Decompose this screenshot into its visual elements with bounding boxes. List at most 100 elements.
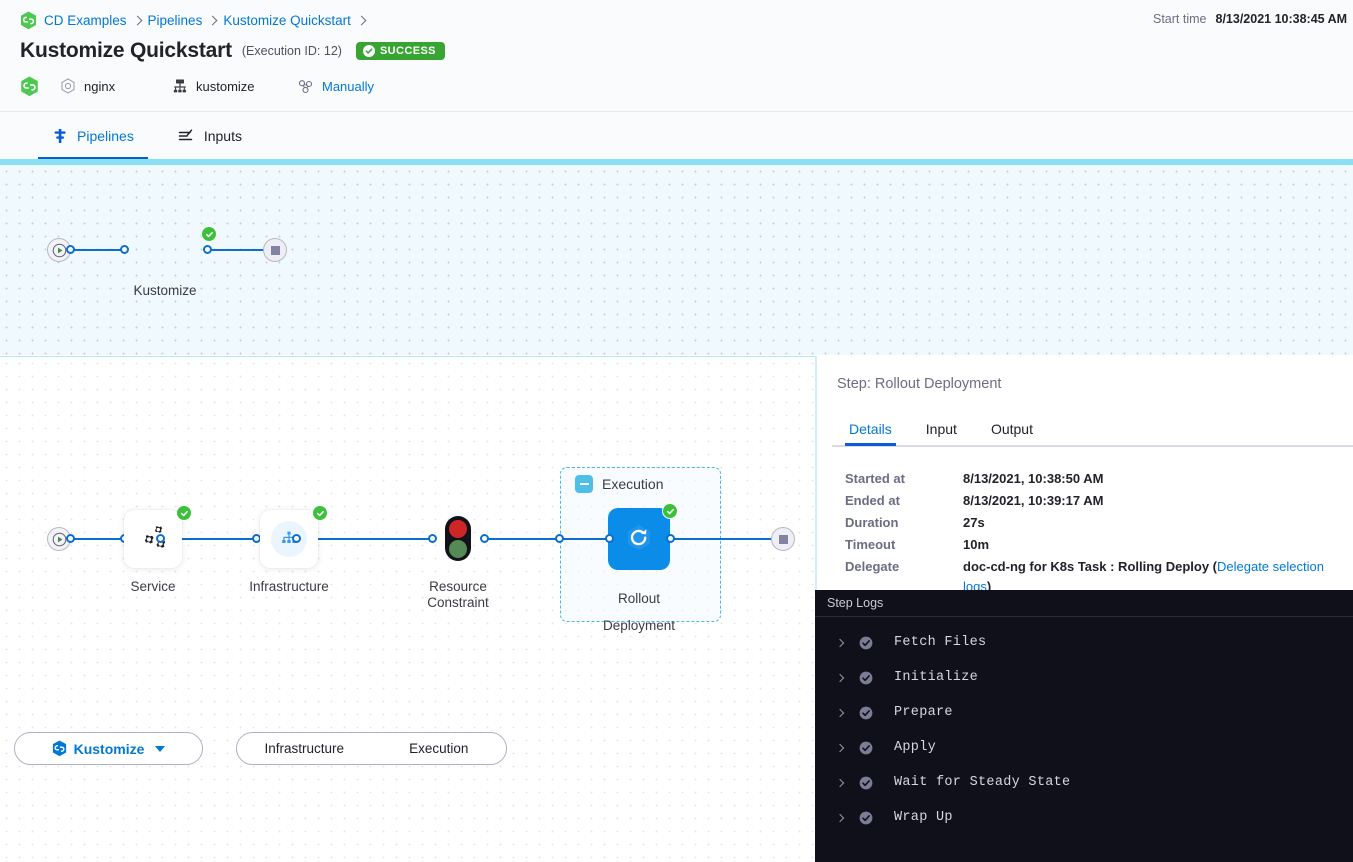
graph-edge xyxy=(296,538,432,540)
collapse-icon[interactable] xyxy=(575,475,593,493)
execution-group-header: Execution xyxy=(575,475,663,493)
execution-graph-canvas[interactable]: Kustomize Infrastructure Execution Execu… xyxy=(0,356,815,862)
play-icon xyxy=(52,532,66,546)
graph-connector-dot xyxy=(292,534,301,543)
check-icon xyxy=(180,510,188,516)
tab-output[interactable]: Output xyxy=(990,421,1033,437)
detail-value-duration: 27s xyxy=(963,515,985,530)
inputs-icon xyxy=(178,128,193,140)
traffic-light-red-icon xyxy=(449,519,467,538)
step-title: Step: Rollout Deployment xyxy=(837,376,1002,392)
tab-inputs-label: Inputs xyxy=(203,127,242,144)
breadcrumb-item-1[interactable]: Pipelines xyxy=(147,12,203,28)
title-row: Kustomize Quickstart (Execution ID: 12) … xyxy=(20,39,1353,63)
node-service-label: Service xyxy=(130,579,176,594)
log-status-success-icon xyxy=(859,776,894,790)
graph-edge xyxy=(160,538,256,540)
graph-edge xyxy=(70,538,126,540)
pipeline-end-node[interactable] xyxy=(263,238,287,262)
pipeline-graph-canvas[interactable]: Kustomize xyxy=(0,159,1353,355)
log-status-success-icon xyxy=(859,636,894,650)
tab-input[interactable]: Input xyxy=(925,421,957,437)
status-badge-label: SUCCESS xyxy=(379,45,436,57)
node-service[interactable] xyxy=(124,510,182,568)
stage-dropdown-label: Kustomize xyxy=(73,740,145,757)
node-infrastructure[interactable] xyxy=(260,510,318,568)
log-row[interactable]: Apply xyxy=(815,730,1353,765)
graph-connector-dot xyxy=(428,534,437,543)
execution-group-label: Execution xyxy=(602,476,664,492)
page-header: CD Examples Pipelines Kustomize Quicksta… xyxy=(0,0,1353,111)
tab-details[interactable]: Details xyxy=(832,412,909,446)
pipeline-icon xyxy=(54,128,66,143)
graph-connector-dot xyxy=(66,245,75,254)
delegate-value-prefix: doc-cd-ng for K8s Task : Rolling Deploy … xyxy=(963,559,1217,574)
log-row[interactable]: Fetch Files xyxy=(815,625,1353,660)
meta-label-service: nginx xyxy=(84,78,116,94)
step-logs-panel: Step Logs Fetch Files Initialize xyxy=(815,590,1353,862)
meta-item-trigger[interactable]: Manually xyxy=(297,78,374,95)
graph-edge xyxy=(207,249,269,251)
label-line-1: Rollout xyxy=(617,591,661,606)
execution-end-node[interactable] xyxy=(771,527,795,551)
chevron-right-icon[interactable] xyxy=(835,673,859,682)
segment-execution[interactable]: Execution xyxy=(409,741,469,756)
log-row-label: Apply xyxy=(894,740,937,755)
chevron-right-icon[interactable] xyxy=(835,638,859,647)
log-row-label: Fetch Files xyxy=(894,635,987,650)
check-circle-icon xyxy=(362,45,375,57)
chevron-right-icon xyxy=(207,15,218,25)
detail-value-timeout: 10m xyxy=(963,537,990,552)
tab-pipelines[interactable]: Pipelines xyxy=(30,112,156,160)
chevron-down-icon xyxy=(155,745,166,752)
breadcrumb-item-0[interactable]: CD Examples xyxy=(44,12,127,28)
execution-id: (Execution ID: 12) xyxy=(241,44,342,58)
log-row[interactable]: Prepare xyxy=(815,695,1353,730)
meta-row: nginx kustomize xyxy=(20,75,1353,97)
stage-status-success-badge xyxy=(201,226,217,242)
kustomize-icon xyxy=(173,79,186,93)
meta-item-kustomize: kustomize xyxy=(172,78,294,94)
trigger-icon xyxy=(298,79,313,93)
graph-edge xyxy=(484,538,614,540)
log-status-success-icon xyxy=(859,741,894,755)
harness-hex-icon xyxy=(21,76,38,96)
graph-edge xyxy=(670,538,782,540)
log-row[interactable]: Wait for Steady State xyxy=(815,765,1353,800)
graph-connector-dot xyxy=(480,534,489,543)
log-row[interactable]: Initialize xyxy=(815,660,1353,695)
check-icon xyxy=(316,510,324,516)
meta-label-kustomize: kustomize xyxy=(196,78,255,94)
label-line-2: Deployment xyxy=(602,618,676,633)
graph-connector-dot xyxy=(203,245,212,254)
log-row-label: Prepare xyxy=(894,705,953,720)
log-row[interactable]: Wrap Up xyxy=(815,800,1353,835)
meta-logo xyxy=(20,76,60,97)
meta-label-trigger[interactable]: Manually xyxy=(322,78,375,94)
service-icon xyxy=(61,78,75,94)
node-resource-constraint[interactable] xyxy=(445,516,471,561)
chevron-right-icon[interactable] xyxy=(835,743,859,752)
step-logs-header: Step Logs xyxy=(815,590,1353,617)
stage-dropdown-kustomize[interactable]: Kustomize xyxy=(14,732,203,765)
segment-infrastructure[interactable]: Infrastructure xyxy=(264,741,345,756)
tab-inputs[interactable]: Inputs xyxy=(156,112,264,159)
chevron-right-icon[interactable] xyxy=(835,708,859,717)
start-time: Start time 8/13/2021 10:38:45 AM xyxy=(1153,12,1353,26)
graph-connector-dot xyxy=(666,534,675,543)
detail-value-ended-at: 8/13/2021, 10:39:17 AM xyxy=(963,493,1104,508)
label-line-1: Resource xyxy=(429,579,487,594)
status-badge: SUCCESS xyxy=(355,42,445,60)
rollout-icon xyxy=(628,525,650,551)
chevron-right-icon[interactable] xyxy=(835,778,859,787)
chevron-right-icon[interactable] xyxy=(835,813,859,822)
node-status-success-badge xyxy=(312,505,328,521)
graph-edge xyxy=(70,249,126,251)
start-time-label: Start time xyxy=(1153,12,1207,26)
detail-key-ended-at: Ended at xyxy=(845,493,900,508)
node-rollout-deployment[interactable] xyxy=(608,508,670,570)
breadcrumb-item-2[interactable]: Kustomize Quickstart xyxy=(223,12,351,28)
step-detail-tabs: Details Input Output xyxy=(832,412,1353,446)
page-title: Kustomize Quickstart xyxy=(20,39,232,62)
check-icon xyxy=(205,231,213,237)
